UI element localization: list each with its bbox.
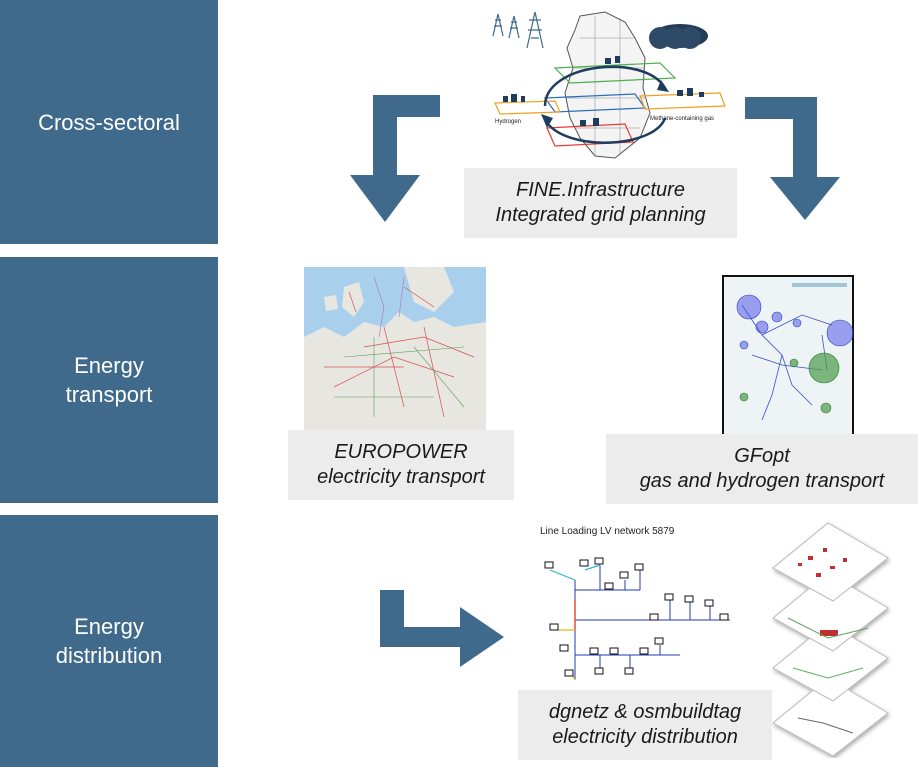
arrow-right-down [745, 97, 840, 220]
row-label-cross-sectoral: Cross-sectoral [38, 109, 180, 135]
europower-map [304, 267, 486, 430]
methane-label: Methane-containing gas [650, 116, 714, 122]
arrow-elbow-right [380, 590, 504, 667]
caption-dgnetz-sub: electricity distribution [552, 726, 738, 748]
gas-tank-icon [649, 24, 708, 49]
lv-network-plot: Line Loading LV network 5879 [540, 526, 730, 681]
caption-fine-title: FINE.Infrastructure [516, 179, 685, 201]
gfopt-map [722, 275, 854, 438]
caption-fine-sub: Integrated grid planning [495, 204, 706, 226]
caption-dgnetz: dgnetz & osmbuildtag electricity distrib… [518, 690, 772, 760]
fine-germany-map: Hydrogen Methane-containing gas [492, 11, 726, 159]
caption-europower-title: EUROPOWER [334, 441, 468, 463]
row-energy-transport: Energy transport [0, 257, 218, 503]
row-label-energy-transport: Energy transport [65, 353, 153, 407]
row-label-energy-distribution: Energy distribution [55, 614, 163, 668]
caption-dgnetz-title: dgnetz & osmbuildtag [548, 701, 742, 723]
caption-gfopt-sub: gas and hydrogen transport [639, 470, 885, 492]
caption-gfopt: GFopt gas and hydrogen transport [606, 434, 918, 504]
lv-plot-title: Line Loading LV network 5879 [540, 526, 675, 537]
pylon-icon [492, 11, 544, 49]
caption-europower: EUROPOWER electricity transport [288, 430, 514, 500]
row-energy-distribution: Energy distribution [0, 515, 218, 767]
arrow-left-down [350, 95, 440, 222]
caption-fine: FINE.Infrastructure Integrated grid plan… [464, 168, 737, 238]
caption-gfopt-title: GFopt [734, 445, 790, 467]
row-cross-sectoral: Cross-sectoral [0, 0, 218, 244]
layer-stack [772, 522, 889, 757]
caption-europower-sub: electricity transport [317, 466, 485, 488]
hydrogen-label: Hydrogen [495, 119, 521, 125]
